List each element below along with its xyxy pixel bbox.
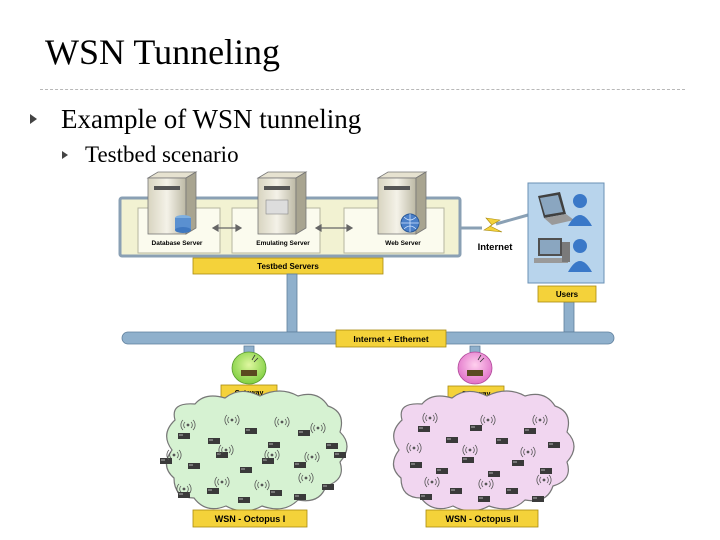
slide-title: WSN Tunneling <box>45 32 281 72</box>
bullet-text-2: Testbed scenario <box>85 142 239 167</box>
bullet-text-1: Example of WSN tunneling <box>61 104 362 134</box>
bullet-arrow-icon <box>62 151 68 159</box>
user-icon <box>568 239 592 272</box>
lightning-icon <box>483 217 503 233</box>
users-panel <box>527 182 605 284</box>
web-server-label: Web Server <box>385 240 421 247</box>
wsn-cloud-left <box>165 390 348 512</box>
users-label: Users <box>556 290 579 299</box>
bullet-arrow-icon <box>30 114 37 124</box>
title-divider <box>40 89 685 90</box>
bullet-level-1: Example of WSN tunneling <box>30 101 361 137</box>
internet-link <box>460 213 529 233</box>
bullet-level-2: Testbed scenario <box>62 140 239 170</box>
desktop-computer-icon <box>534 238 570 263</box>
gateway-right-icon <box>457 351 493 385</box>
emulating-server-label: Emulating Server <box>256 240 310 247</box>
wsn-right-label: WSN - Octopus II <box>446 514 519 524</box>
wsn-left-label: WSN - Octopus I <box>215 514 286 524</box>
wsn-cloud-right <box>392 390 575 512</box>
emulating-server-icon <box>256 171 308 235</box>
testbed-servers-label: Testbed Servers <box>257 262 319 271</box>
database-server-label: Database Server <box>152 240 203 247</box>
backbone-label: Internet + Ethernet <box>353 334 429 344</box>
gateway-left-icon <box>231 351 267 385</box>
web-server-icon <box>376 171 428 235</box>
internet-label: Internet <box>478 242 514 253</box>
user-icon <box>568 194 592 226</box>
database-server-icon <box>146 171 198 235</box>
laptop-icon <box>538 192 574 225</box>
